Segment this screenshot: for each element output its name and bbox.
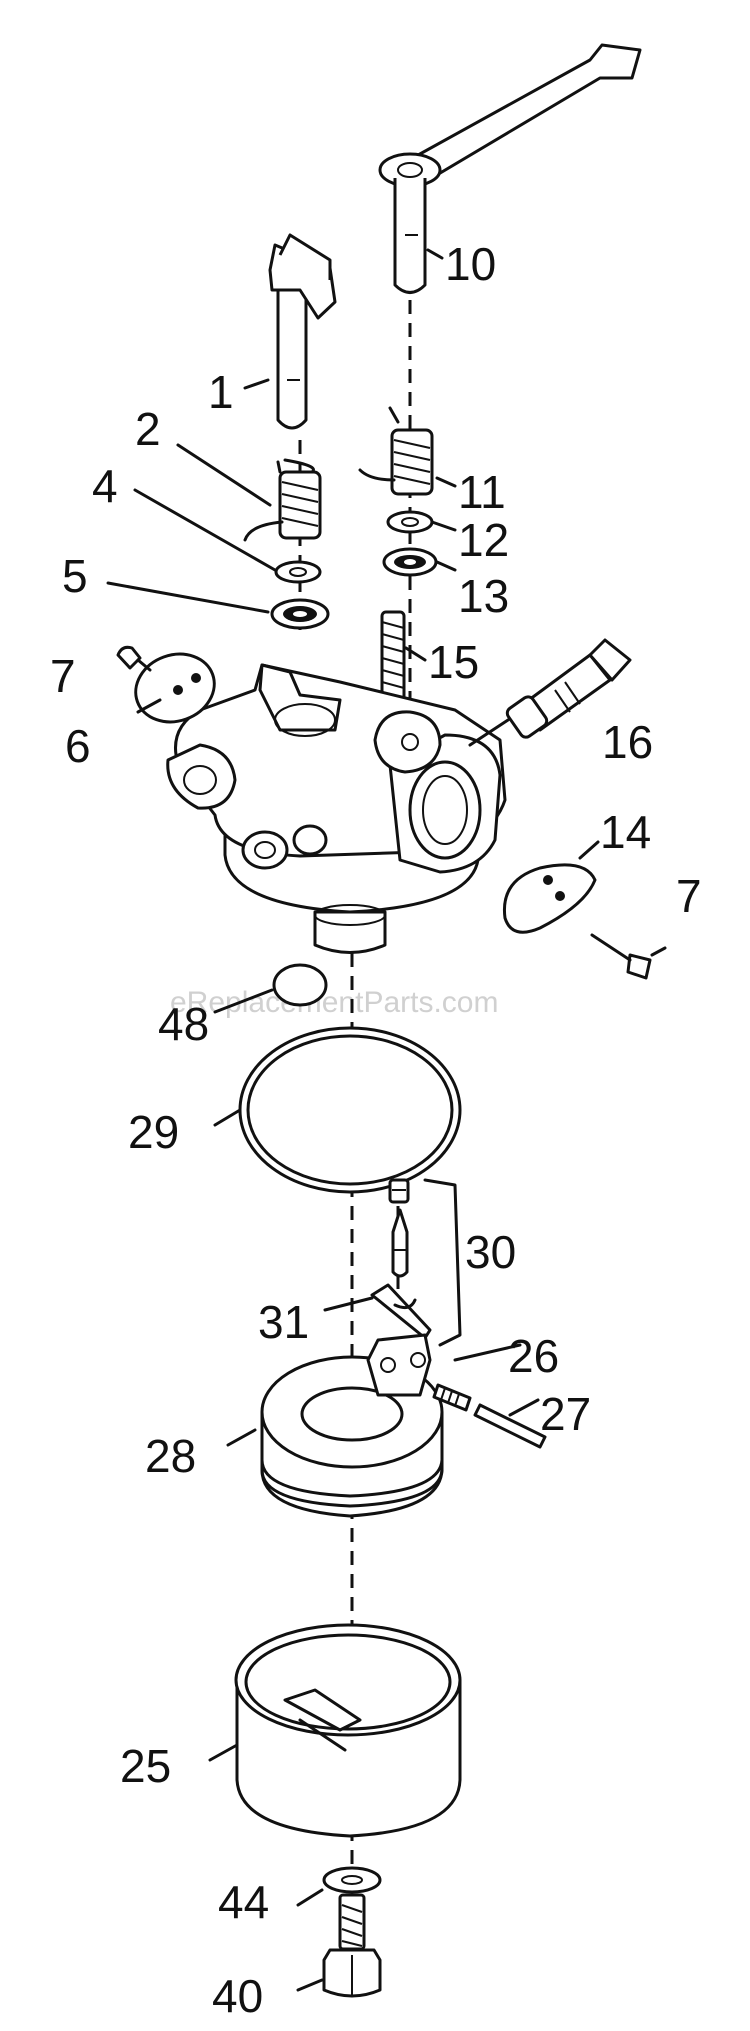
bowl-washer xyxy=(322,1866,382,1894)
float-pin xyxy=(473,1403,547,1449)
callout-12: 12 xyxy=(458,514,509,566)
leader-lines xyxy=(106,248,667,1992)
fitting-leader xyxy=(468,718,510,747)
callout-10: 10 xyxy=(445,238,496,290)
callout-6: 6 xyxy=(65,720,91,772)
fuel-fitting xyxy=(505,638,632,739)
callout-1: 1 xyxy=(208,366,234,418)
callout-labels: 1 2 4 5 7 6 10 11 12 13 15 16 14 7 48 29… xyxy=(50,238,702,2022)
callout-7-right: 7 xyxy=(676,870,702,922)
inlet-needle xyxy=(388,1178,410,1278)
float-bowl xyxy=(234,1623,462,1838)
float-pin-spring xyxy=(432,1383,472,1412)
callout-7-left: 7 xyxy=(50,650,76,702)
callout-40: 40 xyxy=(212,1970,263,2022)
callout-48: 48 xyxy=(158,998,209,1050)
callout-13: 13 xyxy=(458,570,509,622)
callout-44: 44 xyxy=(218,1876,269,1928)
choke-shaft-lever xyxy=(378,43,642,294)
bowl-nut xyxy=(322,1893,382,1998)
throttle-plate xyxy=(134,652,216,724)
bracket-30 xyxy=(423,1178,462,1347)
choke-spring-stack xyxy=(358,406,438,577)
choke-plate-screw xyxy=(590,933,652,980)
callout-28: 28 xyxy=(145,1430,196,1482)
callout-5: 5 xyxy=(62,550,88,602)
callout-25: 25 xyxy=(120,1740,171,1792)
needle-clip xyxy=(370,1283,432,1340)
callout-4: 4 xyxy=(92,460,118,512)
watermark-text: eReplacementParts.com xyxy=(170,986,498,1019)
callout-31: 31 xyxy=(258,1296,309,1348)
throttle-spring-stack xyxy=(243,458,330,630)
throttle-plate-screw xyxy=(116,645,152,672)
callout-15: 15 xyxy=(428,636,479,688)
carburetor-body xyxy=(166,663,507,954)
choke-plate xyxy=(502,863,597,934)
callout-29: 29 xyxy=(128,1106,179,1158)
callout-14: 14 xyxy=(600,806,651,858)
throttle-shaft xyxy=(268,233,337,430)
callout-11: 11 xyxy=(458,466,506,518)
callout-16: 16 xyxy=(602,716,653,768)
callout-26: 26 xyxy=(508,1330,559,1382)
callout-2: 2 xyxy=(135,403,161,455)
float xyxy=(260,1333,444,1518)
bowl-gasket xyxy=(238,1026,462,1194)
callout-27: 27 xyxy=(540,1388,591,1440)
idle-spring xyxy=(380,610,406,710)
callout-30: 30 xyxy=(465,1226,516,1278)
welch-plug xyxy=(272,963,328,1007)
